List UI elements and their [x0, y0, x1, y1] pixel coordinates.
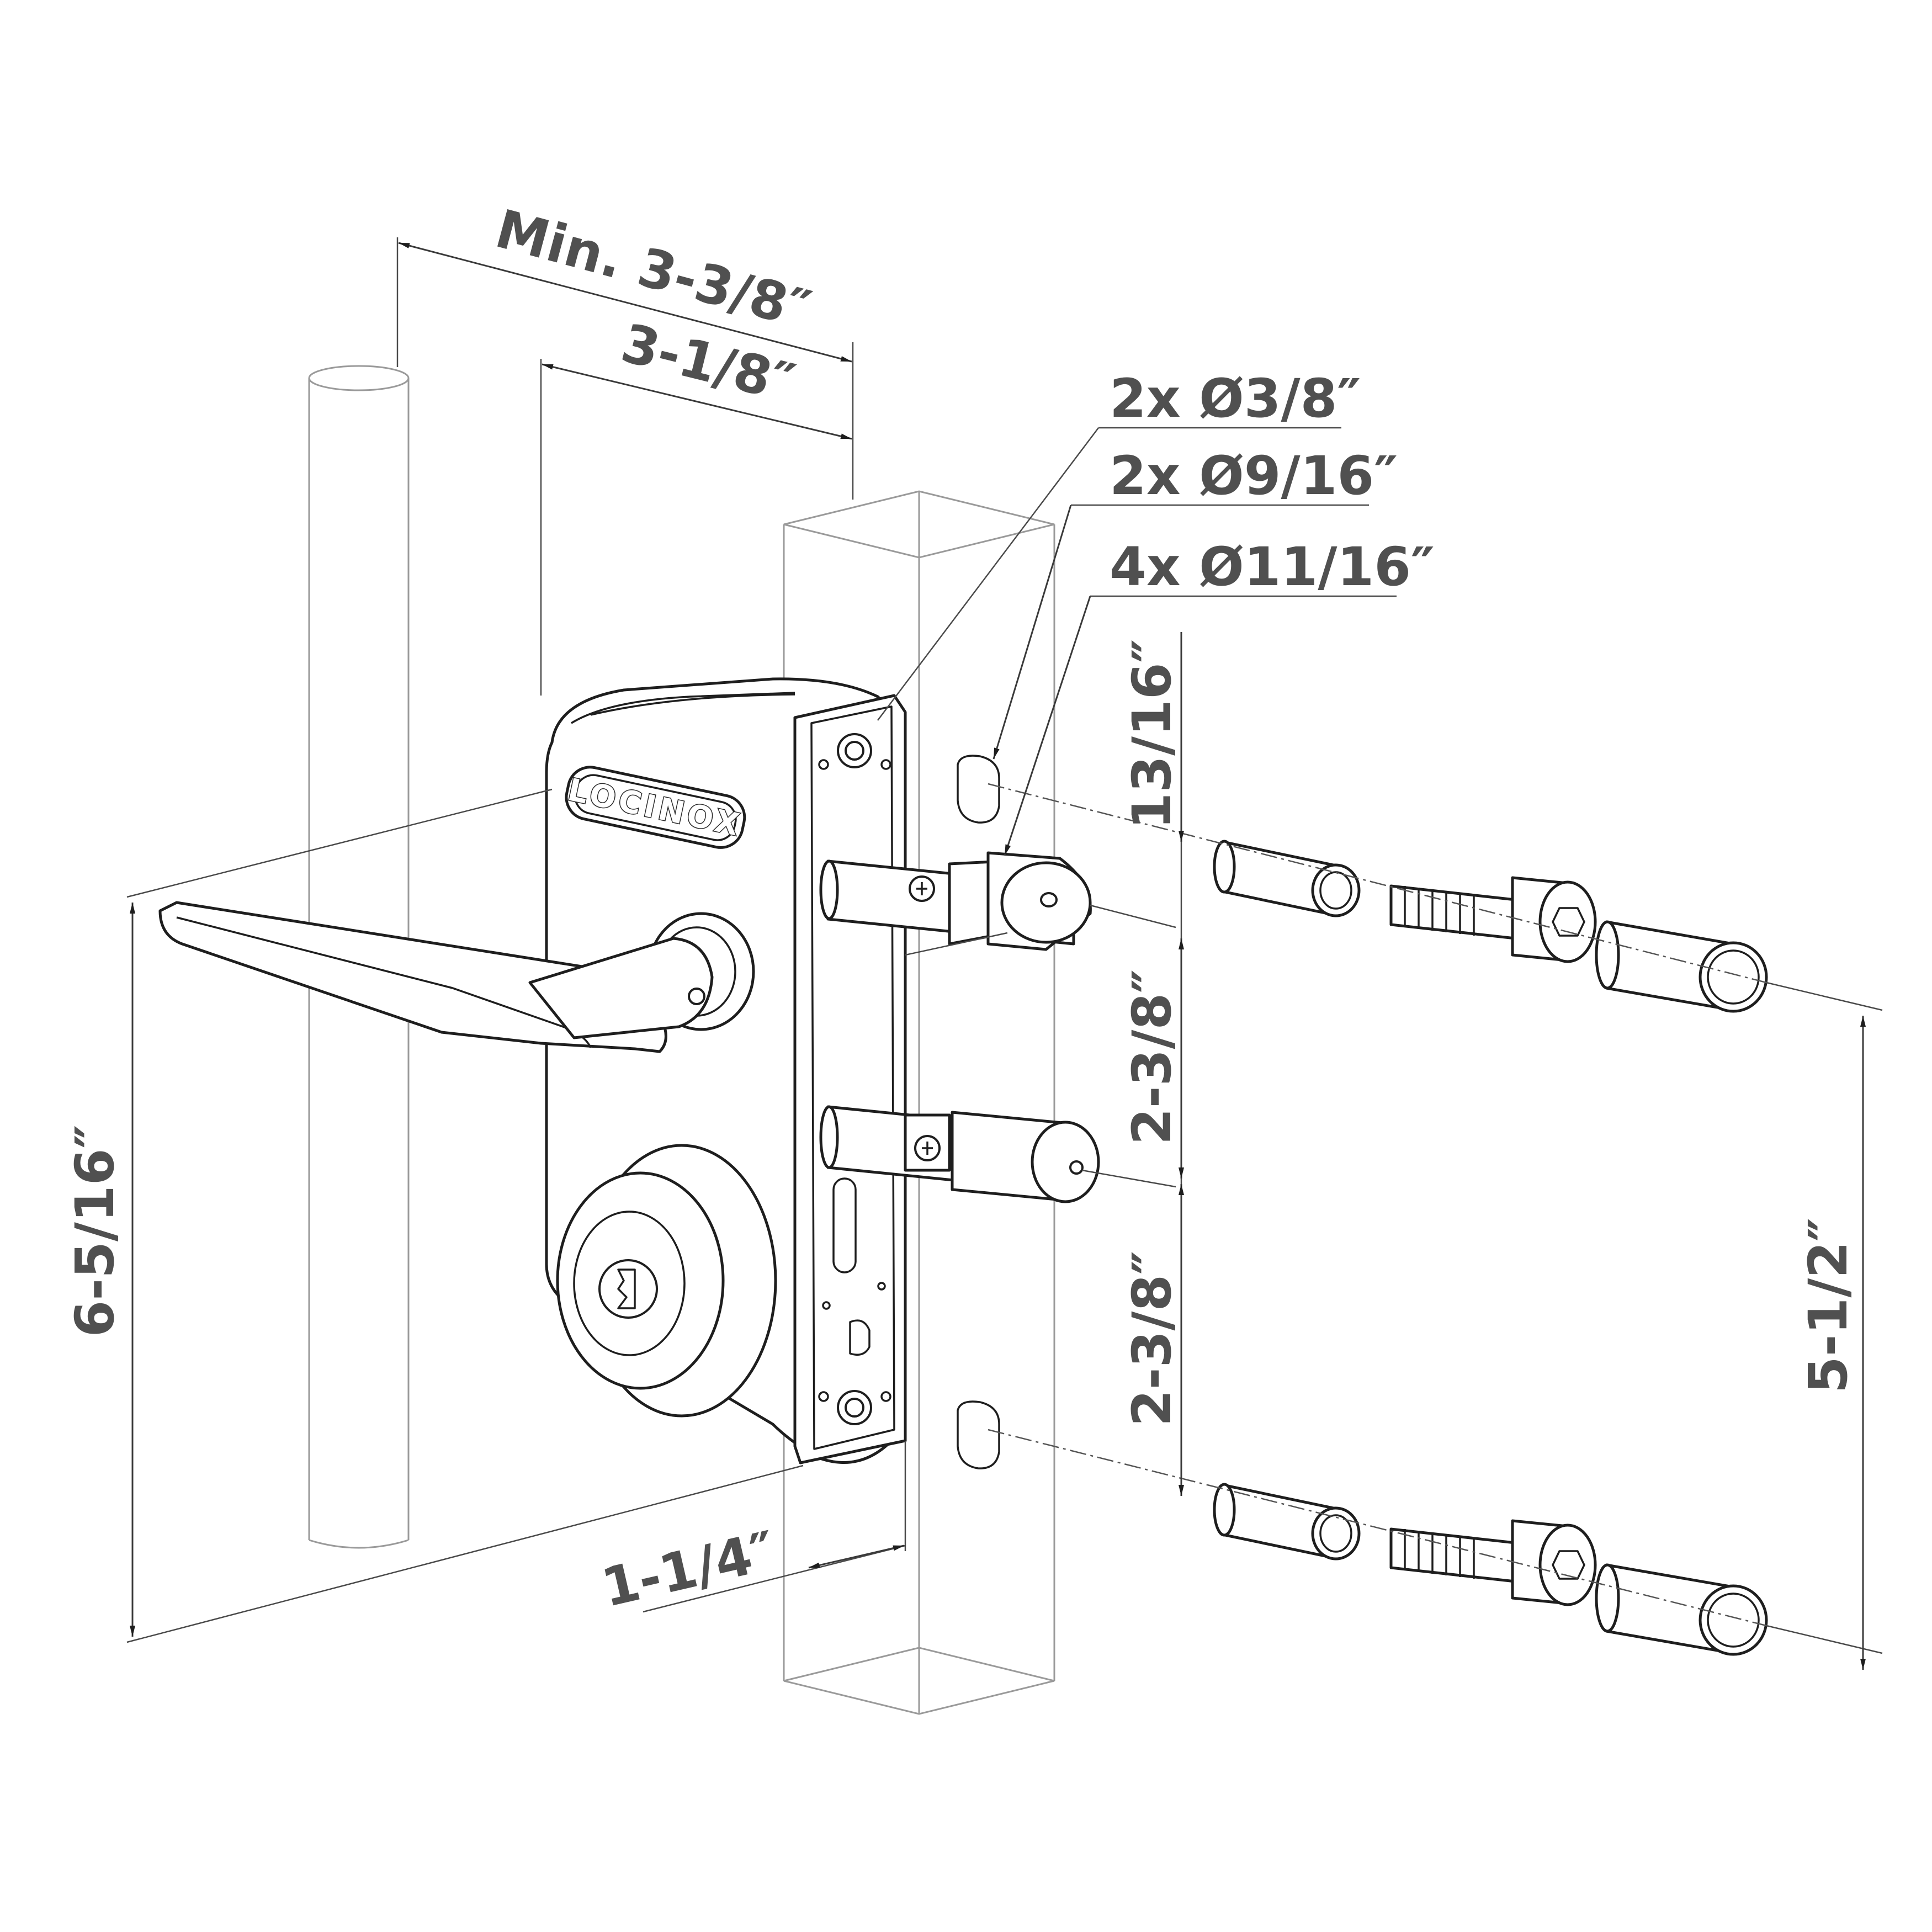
- total-height-label: 6-5/16″: [64, 1125, 126, 1337]
- dimension-vertical-stack: 13/16″ 2-3/8″ 2-3/8″: [1121, 632, 1184, 1496]
- upper-spacing-label: 2-3/8″: [1121, 969, 1183, 1145]
- dimension-hole-diameters: 2x Ø3/8″ 2x Ø9/16″ 4x Ø11/16″: [877, 368, 1435, 956]
- hole-large-label: 4x Ø11/16″: [1110, 536, 1435, 598]
- key-cylinder: [556, 1144, 777, 1418]
- post-width-label: 1-1/4″: [596, 1519, 781, 1619]
- dimension-post-width: 1-1/4″: [596, 1441, 906, 1619]
- bolt-spacing-label: 5-1/2″: [1797, 1218, 1859, 1393]
- dimension-total-height: 6-5/16″: [64, 788, 804, 1643]
- dimension-bolt-spacing: 5-1/2″: [1797, 1016, 1866, 1670]
- hole-medium-label: 2x Ø9/16″: [1110, 445, 1398, 507]
- lower-spacing-label: 2-3/8″: [1121, 1251, 1183, 1426]
- upper-bolt: [819, 851, 1092, 951]
- lever-handle: [158, 901, 755, 1053]
- lower-bolt: [819, 1105, 1100, 1203]
- hole-small-label: 2x Ø3/8″: [1110, 368, 1361, 429]
- lower-fixing-set: [1213, 1483, 1768, 1656]
- top-offset-label: 13/16″: [1121, 639, 1183, 829]
- upper-fixing-set: [1213, 840, 1768, 1013]
